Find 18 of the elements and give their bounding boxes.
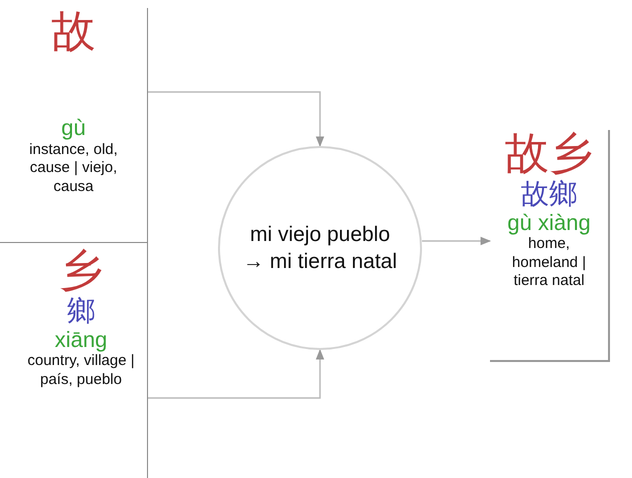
- pinyin-text: gù xiàng: [507, 210, 591, 235]
- pinyin-text: gù: [61, 116, 86, 141]
- traditional-word: 故鄉: [521, 178, 577, 211]
- circle-node: [218, 146, 422, 350]
- pinyin-text: xiāng: [54, 328, 108, 352]
- arrow: [148, 91, 324, 148]
- hanzi-word: 故乡: [505, 130, 593, 178]
- meaning-text: country, village | país, pueblo: [26, 352, 136, 390]
- word-panel: [0, 8, 148, 243]
- hanzi-character: 乡: [59, 247, 103, 296]
- word-panel: [490, 130, 610, 362]
- hanzi-character: 故: [52, 8, 96, 56]
- traditional-character: 鄉: [67, 295, 95, 328]
- arrow: [148, 348, 324, 399]
- meaning-text: home, homeland | tierra natal: [512, 234, 586, 292]
- circle-text: mi viejo pueblo → mi tierra natal: [242, 222, 398, 275]
- meaning-text: instance, old, cause | viejo, causa: [28, 140, 119, 197]
- arrow: [422, 236, 492, 246]
